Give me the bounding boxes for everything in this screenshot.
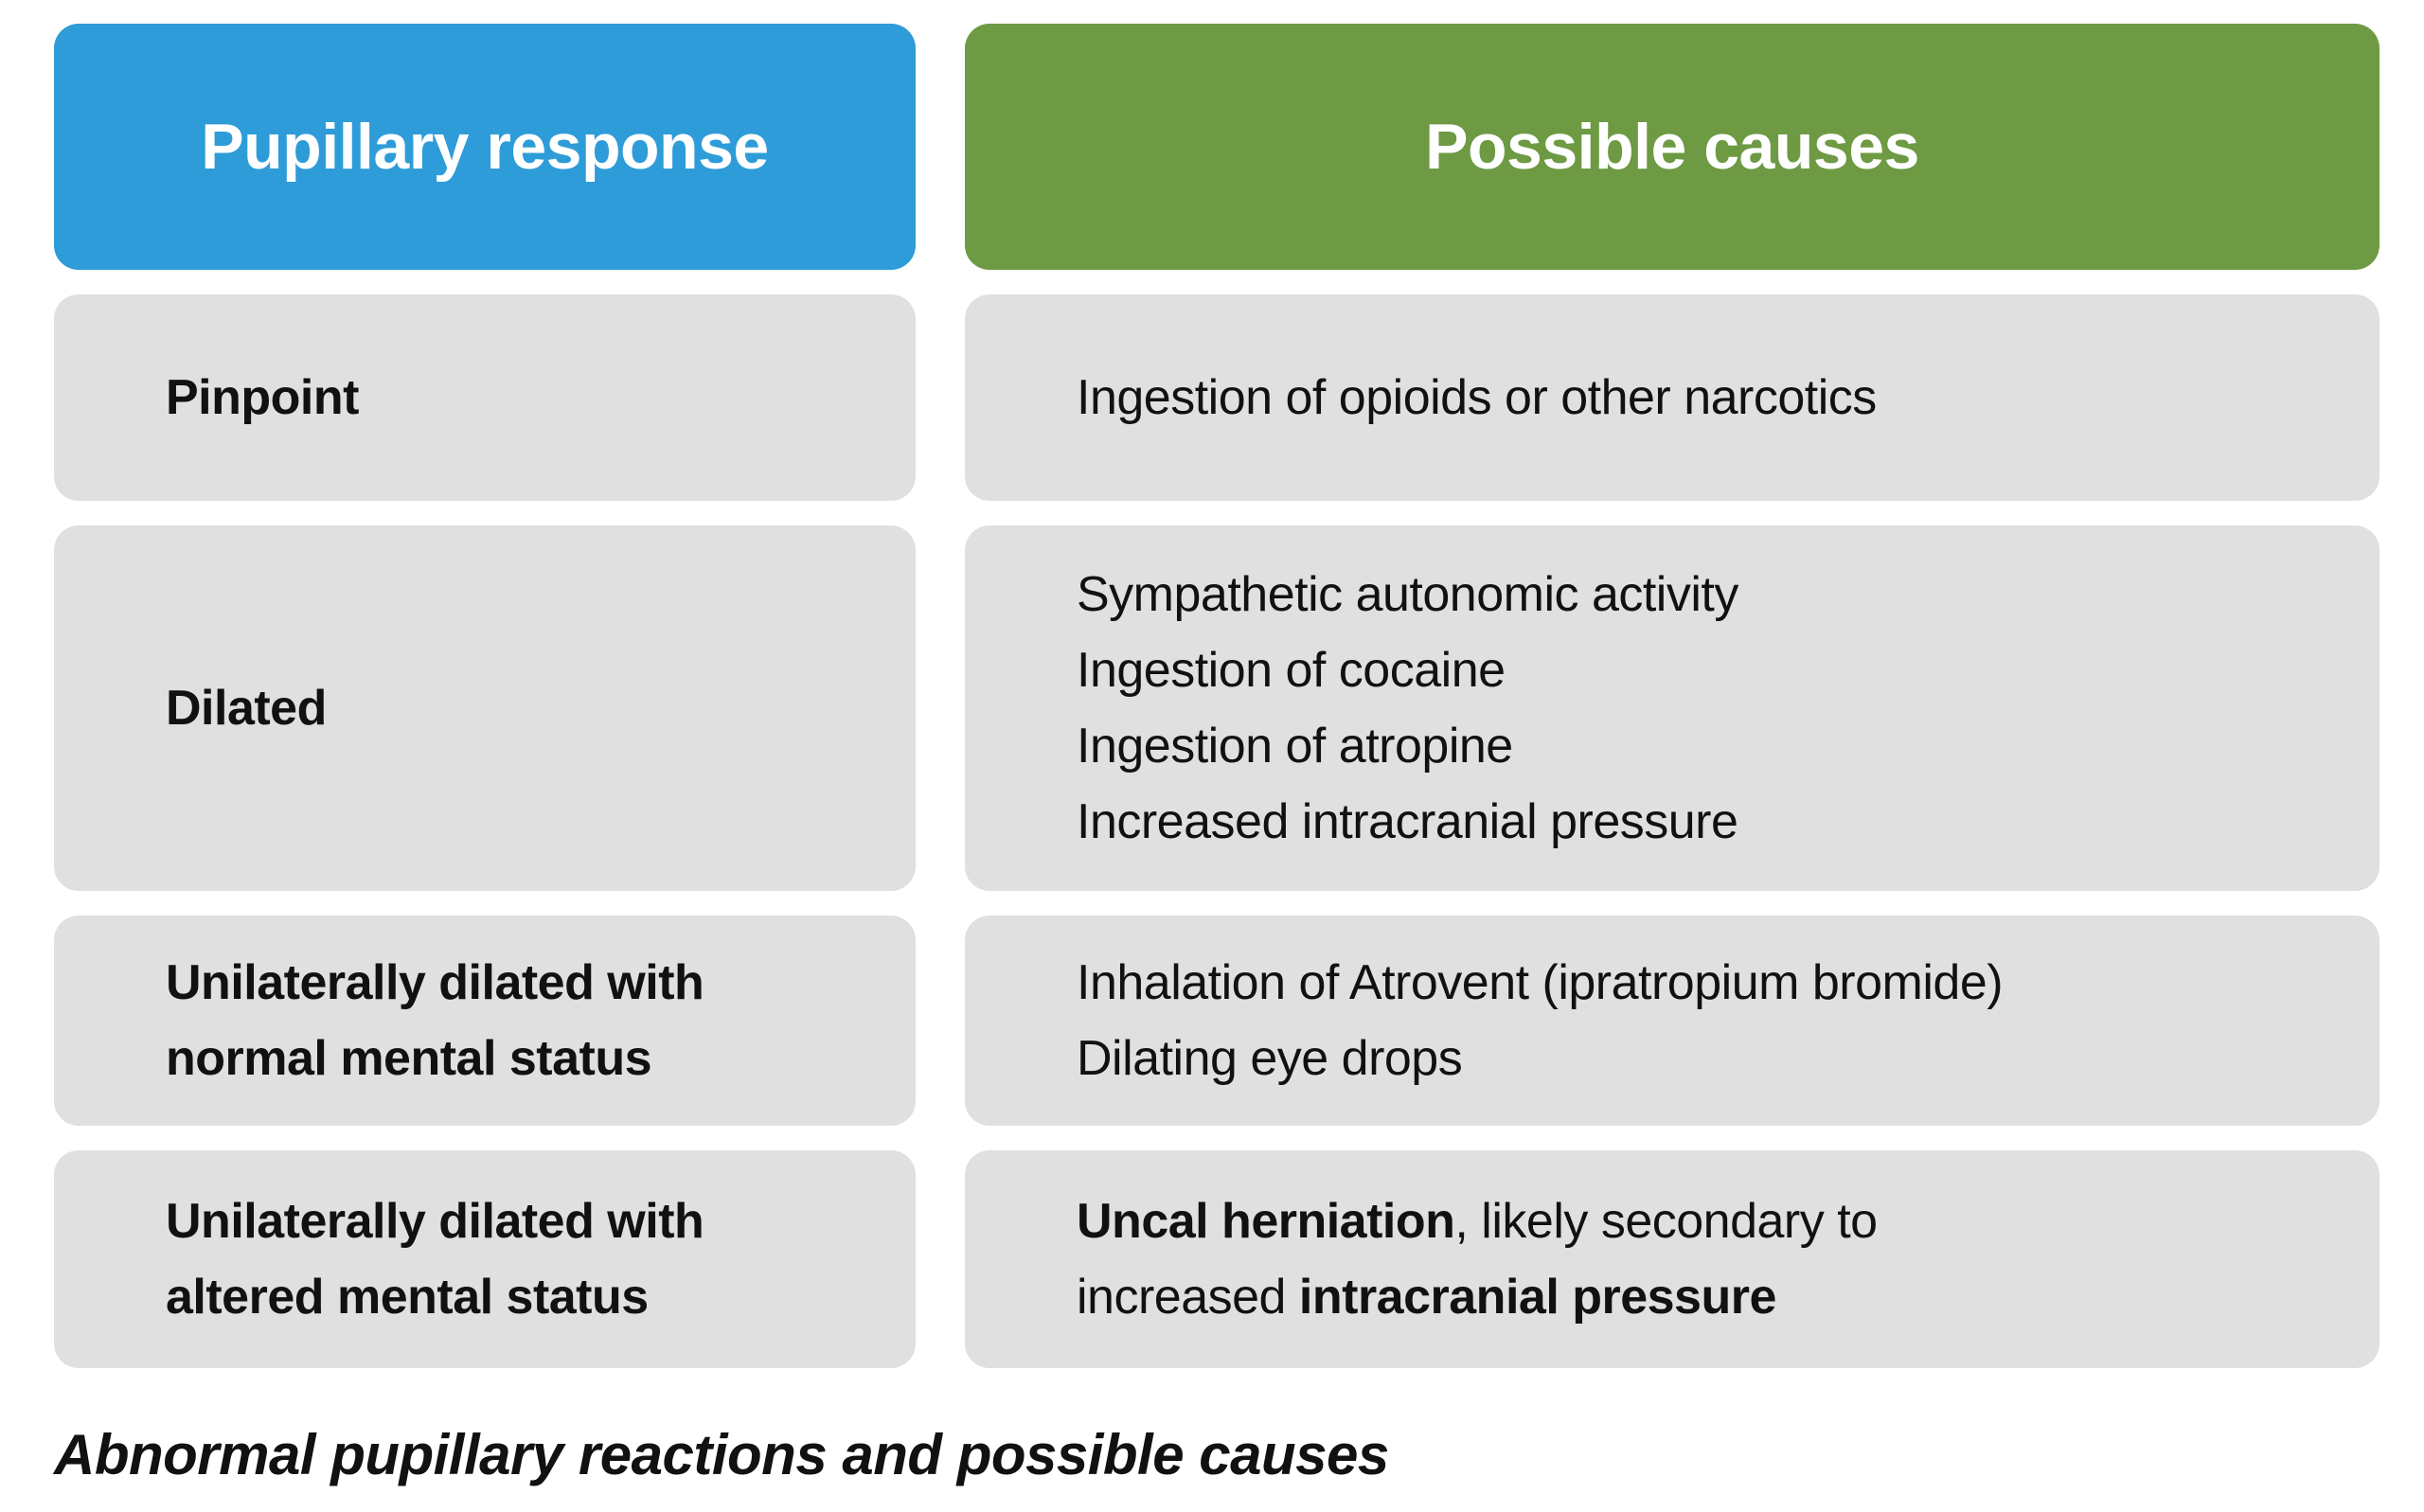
column-header-possible-causes: Possible causes (965, 24, 2379, 270)
pupillary-table: Pupillary response Possible causes Pinpo… (54, 24, 2379, 1368)
header-label-pupillary-response: Pupillary response (201, 111, 769, 183)
cause-cell-unilateral-altered: Uncal herniation, likely secondary to in… (965, 1150, 2379, 1368)
cause-line: Dilating eye drops (1077, 1031, 1463, 1086)
cause-line: Ingestion of atropine (1077, 719, 1513, 774)
response-line: Dilated (166, 681, 327, 736)
response-cell-dilated: Dilated (54, 525, 916, 891)
cause-line: Ingestion of cocaine (1077, 643, 1506, 698)
cause-segment: , likely secondary to (1454, 1194, 1878, 1249)
cause-line: Ingestion of opioids or other narcotics (1077, 370, 1877, 425)
header-label-possible-causes: Possible causes (1425, 111, 1919, 183)
cause-segment-bold: intracranial pressure (1298, 1270, 1776, 1325)
response-cell-unilateral-normal: Unilaterally dilated with normal mental … (54, 916, 916, 1126)
response-line: Unilaterally dilated with (166, 955, 704, 1010)
figure-caption: Abnormal pupillary reactions and possibl… (54, 1423, 1389, 1486)
cause-line-rich: Uncal herniation, likely secondary to (1077, 1183, 2342, 1259)
response-line: Unilaterally dilated with (166, 1194, 704, 1249)
response-cell-unilateral-altered: Unilaterally dilated with altered mental… (54, 1150, 916, 1368)
cause-segment-bold: Uncal herniation (1077, 1194, 1455, 1249)
cause-line: Sympathetic autonomic activity (1077, 567, 1738, 622)
cause-line-rich: increased intracranial pressure (1077, 1259, 2342, 1335)
response-line: normal mental status (166, 1031, 652, 1086)
cause-line: Inhalation of Atrovent (ipratropium brom… (1077, 955, 2004, 1010)
response-cell-pinpoint: Pinpoint (54, 294, 916, 501)
cause-cell-pinpoint: Ingestion of opioids or other narcotics (965, 294, 2379, 501)
response-line: altered mental status (166, 1270, 649, 1325)
cause-line: Increased intracranial pressure (1077, 794, 1738, 849)
cause-segment: increased (1077, 1270, 1299, 1325)
cause-cell-unilateral-normal: Inhalation of Atrovent (ipratropium brom… (965, 916, 2379, 1126)
response-line: Pinpoint (166, 370, 359, 425)
column-header-pupillary-response: Pupillary response (54, 24, 916, 270)
cause-cell-dilated: Sympathetic autonomic activity Ingestion… (965, 525, 2379, 891)
